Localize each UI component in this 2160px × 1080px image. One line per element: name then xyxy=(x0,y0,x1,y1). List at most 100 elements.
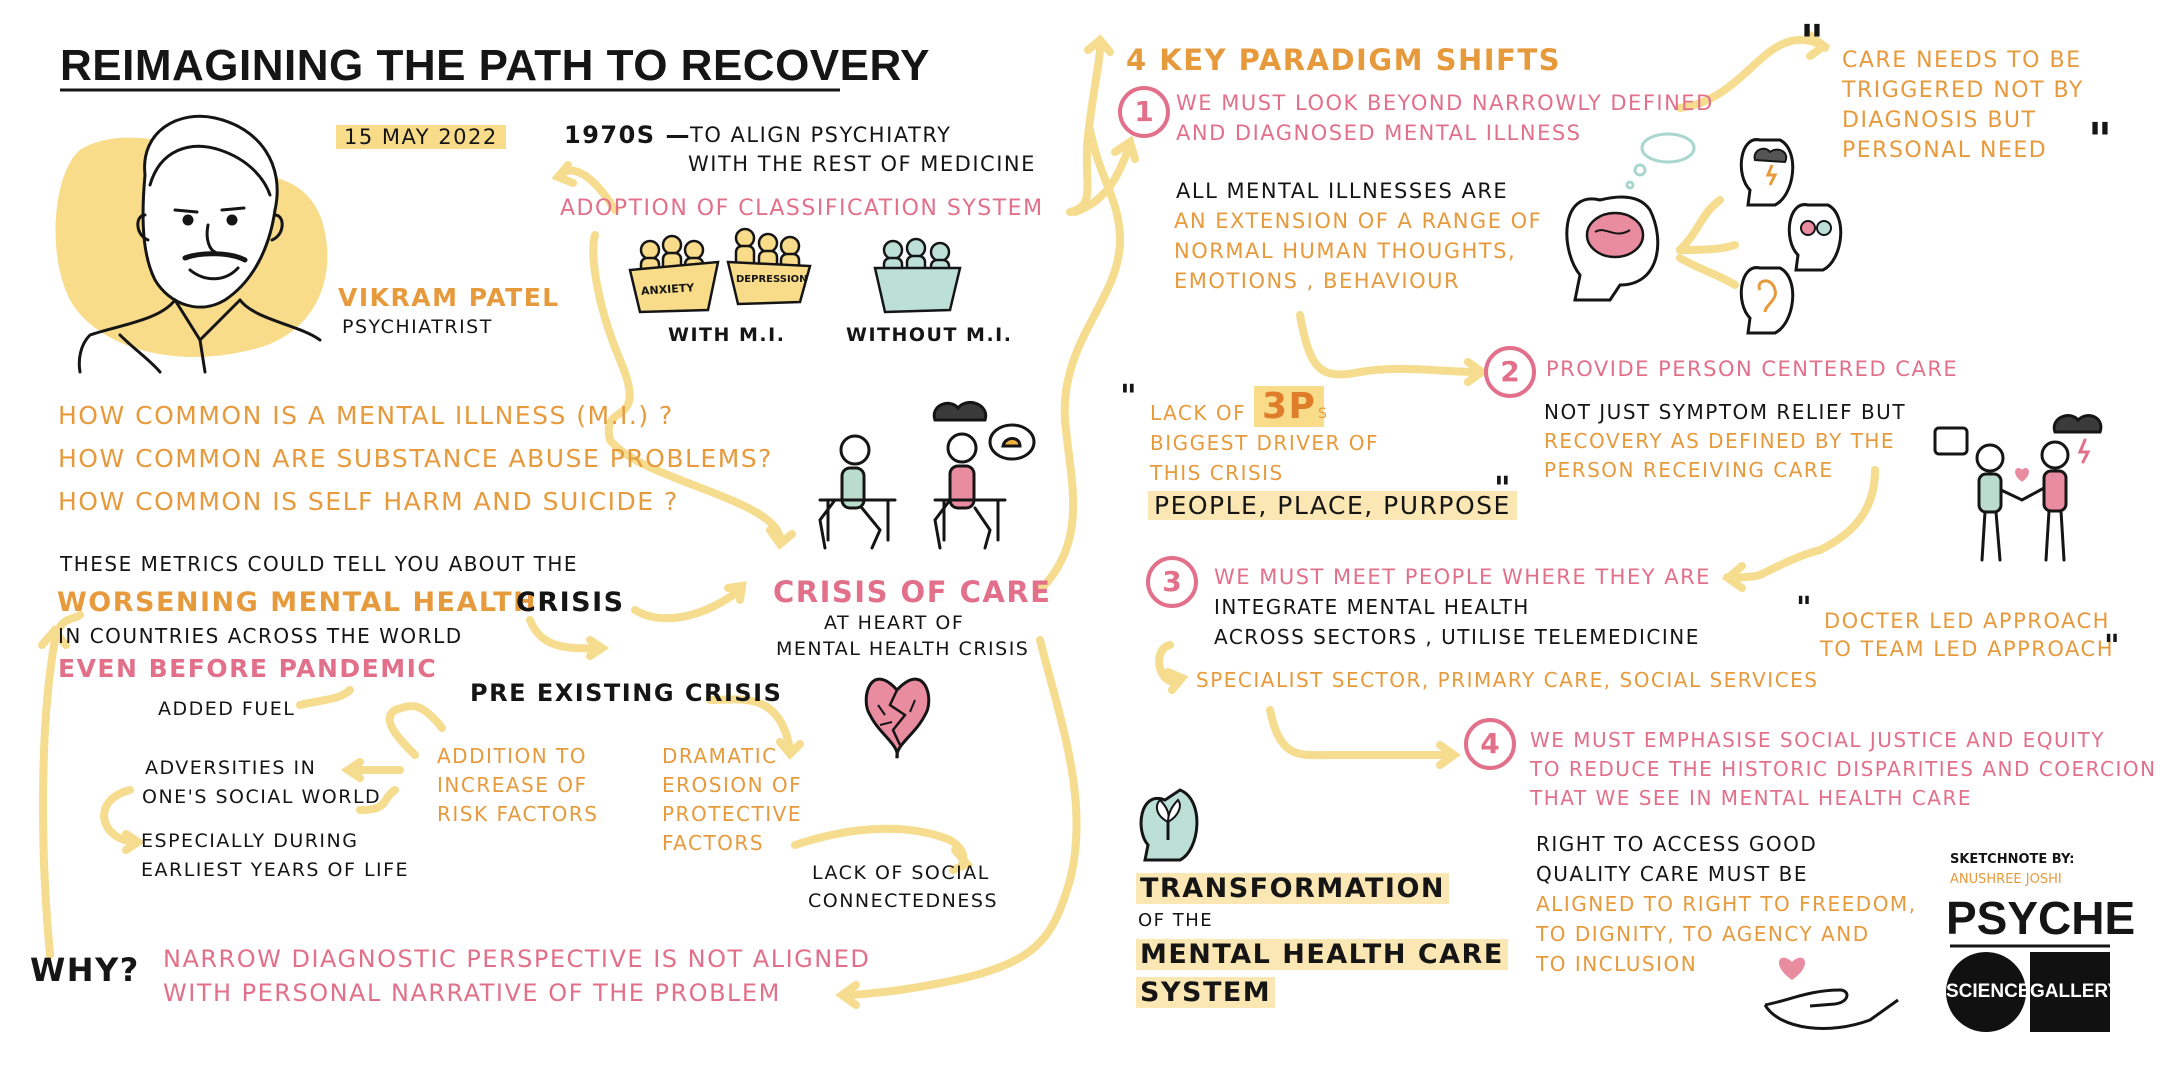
quote-line-2: TRIGGERED NOT BY xyxy=(1842,78,2084,103)
broken-heart-icon xyxy=(864,677,931,759)
buckets-illustration xyxy=(628,227,962,314)
transformation-line-2: OF THE xyxy=(1138,910,1214,931)
erosion-line-4: FACTORS xyxy=(662,831,765,855)
metrics-line-3: IN COUNTRIES ACROSS THE WORLD xyxy=(58,624,463,648)
crisis-of-care-sub-2: MENTAL HEALTH CRISIS xyxy=(776,638,1030,660)
three-p-quote-close: " xyxy=(1494,469,1511,507)
paradigm-shifts-heading: 4 KEY PARADIGM SHIFTS xyxy=(1126,43,1562,77)
page-title: REIMAGINING THE PATH TO RECOVERY xyxy=(60,41,930,90)
lack-social-line-1: LACK OF SOCIAL xyxy=(812,862,990,884)
science-logo-circle: SCIENCE xyxy=(1946,952,2030,1032)
history-era: 1970S — xyxy=(564,121,691,149)
quote-open-mark: " xyxy=(1800,15,1824,69)
pre-existing-crisis: PRE EXISTING CRISIS xyxy=(470,679,783,707)
shift-3-line-1: WE MUST MEET PEOPLE WHERE THEY ARE xyxy=(1214,565,1711,589)
history-line-1: TO ALIGN PSYCHIATRY xyxy=(690,123,952,147)
shift-4-line-2: TO REDUCE THE HISTORIC DISPARITIES AND C… xyxy=(1530,757,2157,781)
question-2: HOW COMMON ARE SUBSTANCE ABUSE PROBLEMS? xyxy=(58,444,773,473)
three-p-lack: LACK OF xyxy=(1150,401,1247,425)
sketchnote-author: ANUSHREE JOSHI xyxy=(1950,872,2062,887)
shift-1-line-2: AND DIAGNOSED MENTAL ILLNESS xyxy=(1176,121,1582,145)
shift-2-detail-2: RECOVERY AS DEFINED BY THE xyxy=(1544,429,1896,453)
metrics-before-pandemic: EVEN BEFORE PANDEMIC xyxy=(58,654,438,683)
shift-4-detail-4: TO DIGNITY, TO AGENCY AND xyxy=(1536,922,1870,946)
transformation-line-1: TRANSFORMATION xyxy=(1136,872,1450,906)
quote-line-1: CARE NEEDS TO BE xyxy=(1842,48,2082,73)
shift-1-detail-3: NORMAL HUMAN THOUGHTS, xyxy=(1174,239,1517,263)
transformation-line-3: MENTAL HEALTH CARE xyxy=(1136,938,1508,972)
date-highlight: 15 MAY 2022 xyxy=(336,125,506,149)
lack-social-line-2: CONNECTEDNESS xyxy=(808,890,998,912)
shift-number-3: 3 xyxy=(1146,556,1198,608)
why-label: WHY? xyxy=(30,951,140,989)
shift-number-2: 2 xyxy=(1484,346,1536,398)
crisis-of-care-sub-1: AT HEART OF xyxy=(824,612,965,634)
three-p-suffix: S xyxy=(1318,406,1329,422)
shift-1-detail-1: ALL MENTAL ILLNESSES ARE xyxy=(1176,179,1509,203)
transformation-highlight-3: MENTAL HEALTH CARE xyxy=(1136,939,1508,970)
transformation-highlight-1: TRANSFORMATION xyxy=(1136,873,1450,904)
shift-4-line-3: THAT WE SEE IN MENTAL HEALTH CARE xyxy=(1530,786,1973,810)
speaker-name: VIKRAM PATEL xyxy=(338,283,560,312)
metrics-worsening: WORSENING MENTAL HEALTH xyxy=(57,587,538,618)
shift-number-1: 1 xyxy=(1118,86,1170,138)
shift-number-4: 4 xyxy=(1464,718,1516,770)
shift-4-detail-5: TO INCLUSION xyxy=(1536,952,1698,976)
connector-lines xyxy=(38,30,1879,1009)
psyche-brand: PSYCHE xyxy=(1946,892,2136,944)
doctor-quote-open: " xyxy=(1796,591,1812,626)
without-mi-label: WITHOUT M.I. xyxy=(846,324,1013,346)
why-line-2: WITH PERSONAL NARRATIVE OF THE PROBLEM xyxy=(163,979,781,1007)
history-line-2: WITH THE REST OF MEDICINE xyxy=(688,152,1036,176)
three-p-line-3: THIS CRISIS xyxy=(1150,461,1284,485)
shift-1-line-1: WE MUST LOOK BEYOND NARROWLY DEFINED xyxy=(1176,91,1714,115)
seated-figures xyxy=(818,401,1036,550)
sketchnote-label: SKETCHNOTE BY: xyxy=(1950,852,2075,867)
head-brain-illustration xyxy=(1565,132,1843,335)
shift-4-detail-3: ALIGNED TO RIGHT TO FREEDOM, xyxy=(1536,892,1917,916)
risk-line-2: INCREASE OF xyxy=(437,773,588,797)
adversities-line-2: ONE'S SOCIAL WORLD xyxy=(142,786,382,808)
shift-4-detail-2: QUALITY CARE MUST BE xyxy=(1536,862,1808,886)
why-line-1: NARROW DIAGNOSTIC PERSPECTIVE IS NOT ALI… xyxy=(163,945,871,973)
risk-line-3: RISK FACTORS xyxy=(437,802,599,826)
shift-1-detail-2: AN EXTENSION OF A RANGE OF xyxy=(1174,209,1543,233)
three-p-people: PEOPLE, PLACE, PURPOSE xyxy=(1148,490,1517,521)
growth-head-icon xyxy=(1139,788,1199,862)
question-3: HOW COMMON IS SELF HARM AND SUICIDE ? xyxy=(58,487,679,516)
helping-figures xyxy=(1933,414,2103,562)
quote-line-3: DIAGNOSIS BUT xyxy=(1842,108,2037,133)
shift-4-line-1: WE MUST EMPHASISE SOCIAL JUSTICE AND EQU… xyxy=(1530,728,2105,752)
erosion-line-1: DRAMATIC xyxy=(662,744,778,768)
classification-adoption: ADOPTION OF CLASSIFICATION SYSTEM xyxy=(560,196,1044,221)
transformation-line-4: SYSTEM xyxy=(1136,976,1276,1010)
speaker-portrait xyxy=(77,114,322,374)
three-p-line-2: BIGGEST DRIVER OF xyxy=(1150,431,1380,455)
quote-line-4: PERSONAL NEED xyxy=(1842,138,2048,163)
three-p-big: 3P xyxy=(1254,384,1325,429)
shift-2-detail-1: NOT JUST SYMPTOM RELIEF BUT xyxy=(1544,400,1907,424)
shift-3-detail-1: INTEGRATE MENTAL HEALTH xyxy=(1214,595,1530,619)
doctor-quote-close: " xyxy=(2104,629,2120,664)
shift-3-detail-2: ACROSS SECTORS , UTILISE TELEMEDICINE xyxy=(1214,625,1700,649)
quote-close-mark: " xyxy=(2088,113,2112,167)
shift-2-detail-3: PERSON RECEIVING CARE xyxy=(1544,458,1834,482)
gallery-logo-square: GALLERY xyxy=(2030,952,2120,1032)
speaker-role: PSYCHIATRIST xyxy=(342,316,493,338)
shift-3-detail-3: SPECIALIST SECTOR, PRIMARY CARE, SOCIAL … xyxy=(1196,668,1819,692)
with-mi-label: WITH M.I. xyxy=(668,324,786,346)
shift-2-line-1: PROVIDE PERSON CENTERED CARE xyxy=(1546,357,1959,381)
shift-4-detail-1: RIGHT TO ACCESS GOOD xyxy=(1536,832,1818,856)
early-years-line-1: ESPECIALLY DURING xyxy=(141,830,359,852)
early-years-line-2: EARLIEST YEARS OF LIFE xyxy=(141,859,410,881)
hand-heart-icon xyxy=(1763,957,1899,1030)
shift-1-detail-4: EMOTIONS , BEHAVIOUR xyxy=(1174,269,1461,293)
risk-line-1: ADDITION TO xyxy=(437,744,588,768)
event-date: 15 MAY 2022 xyxy=(336,124,506,150)
adversities-line-1: ADVERSITIES IN xyxy=(145,757,317,779)
erosion-line-3: PROTECTIVE xyxy=(662,802,802,826)
metrics-line-1: THESE METRICS COULD TELL YOU ABOUT THE xyxy=(60,552,579,576)
three-p-people-highlight: PEOPLE, PLACE, PURPOSE xyxy=(1148,491,1517,520)
bucket-label-depression: DEPRESSION xyxy=(736,274,808,285)
